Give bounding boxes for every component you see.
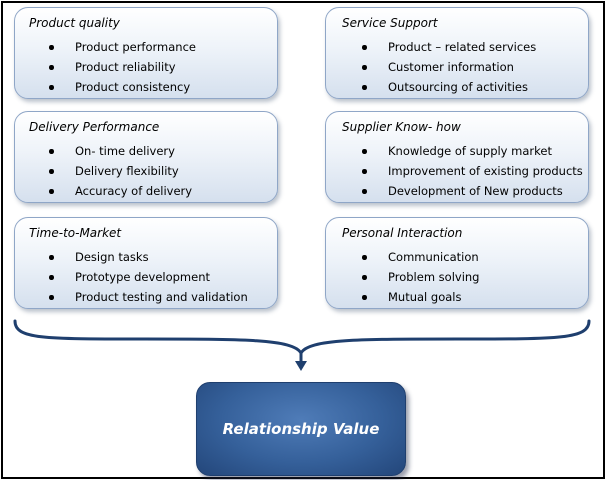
- card-item: Accuracy of delivery: [49, 181, 192, 201]
- card-supplier-know-how: Supplier Know- how Knowledge of supply m…: [325, 111, 589, 203]
- card-title: Supplier Know- how: [342, 120, 461, 134]
- brace-curve: [13, 319, 591, 357]
- card-item: Problem solving: [362, 267, 479, 287]
- grouping-brace: [13, 319, 591, 371]
- card-item: Delivery flexibility: [49, 161, 192, 181]
- card-item: On- time delivery: [49, 141, 192, 161]
- card-item: Improvement of existing products: [362, 161, 583, 181]
- card-item: Outsourcing of activities: [362, 77, 536, 97]
- card-item: Product testing and validation: [49, 287, 248, 307]
- card-product-quality: Product quality Product performance Prod…: [14, 7, 278, 99]
- card-title: Time-to-Market: [29, 226, 122, 240]
- card-item-list: Communication Problem solving Mutual goa…: [362, 247, 479, 307]
- card-item: Product performance: [49, 37, 196, 57]
- card-item-list: Product performance Product reliability …: [49, 37, 196, 97]
- card-delivery-performance: Delivery Performance On- time delivery D…: [14, 111, 278, 203]
- card-item-list: Product – related services Customer info…: [362, 37, 536, 97]
- arrow-down-icon: [295, 361, 307, 371]
- card-service-support: Service Support Product – related servic…: [325, 7, 589, 99]
- card-item-list: Knowledge of supply market Improvement o…: [362, 141, 583, 201]
- card-item: Knowledge of supply market: [362, 141, 583, 161]
- card-item: Product reliability: [49, 57, 196, 77]
- card-item: Product – related services: [362, 37, 536, 57]
- card-title: Personal Interaction: [342, 226, 463, 240]
- card-item-list: Design tasks Prototype development Produ…: [49, 247, 248, 307]
- card-item: Design tasks: [49, 247, 248, 267]
- relationship-value-box: Relationship Value: [196, 382, 406, 476]
- card-item: Mutual goals: [362, 287, 479, 307]
- card-time-to-market: Time-to-Market Design tasks Prototype de…: [14, 217, 278, 309]
- card-title: Product quality: [29, 16, 120, 30]
- card-personal-interaction: Personal Interaction Communication Probl…: [325, 217, 589, 309]
- card-title: Delivery Performance: [29, 120, 160, 134]
- card-item: Product consistency: [49, 77, 196, 97]
- card-item: Development of New products: [362, 181, 583, 201]
- card-item-list: On- time delivery Delivery flexibility A…: [49, 141, 192, 201]
- card-item: Communication: [362, 247, 479, 267]
- card-title: Service Support: [342, 16, 438, 30]
- card-item: Customer information: [362, 57, 536, 77]
- relationship-value-label: Relationship Value: [222, 420, 380, 438]
- card-item: Prototype development: [49, 267, 248, 287]
